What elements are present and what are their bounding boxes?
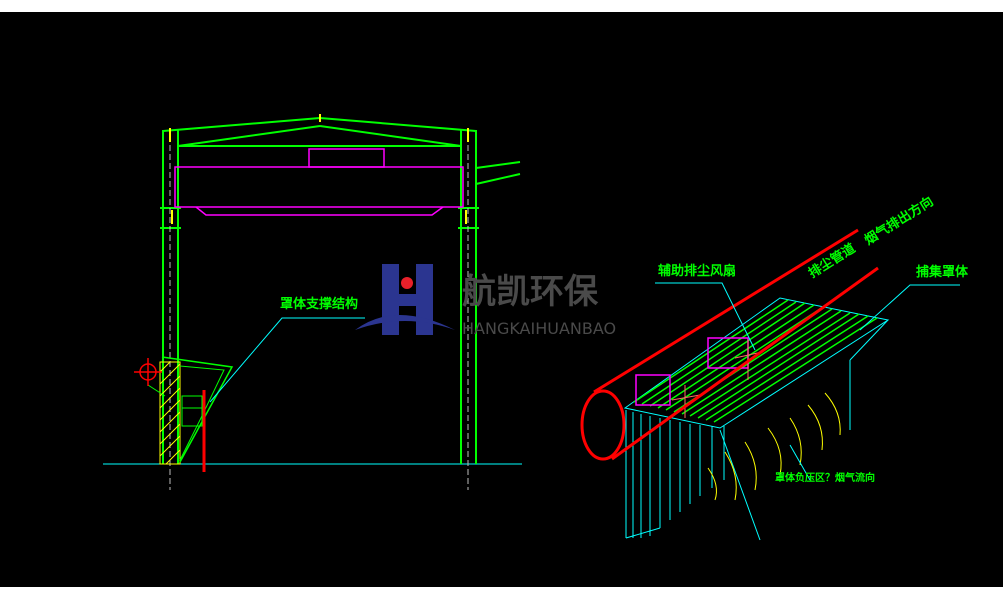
support-structure-label: 罩体支撑结构 bbox=[280, 296, 358, 312]
hood-frame bbox=[623, 297, 890, 430]
exhaust-duct bbox=[580, 228, 879, 461]
company-watermark: 航凯环保 HANGKAIHUANBAO bbox=[355, 264, 616, 338]
connection-marks bbox=[169, 114, 469, 224]
leader-lines bbox=[655, 282, 960, 481]
cad-drawing-canvas: 罩体支撑结构 航凯环保 HANGKAIHUANBAO bbox=[0, 12, 1003, 587]
roof-truss bbox=[162, 117, 521, 185]
smoke-direction-label: 烟气排出方向 bbox=[862, 193, 937, 248]
hood-slats bbox=[633, 299, 878, 423]
cad-drawing: 罩体支撑结构 航凯环保 HANGKAIHUANBAO bbox=[103, 114, 969, 541]
hood-skirt-lines bbox=[625, 410, 761, 541]
overhead-crane bbox=[174, 148, 464, 216]
support-leader-line bbox=[209, 317, 365, 403]
hood-flow-label: 罩体负压区？烟气流向 bbox=[775, 471, 875, 484]
aux-fan-label: 辅助排尘风扇 bbox=[658, 263, 736, 279]
center-lines bbox=[169, 145, 469, 490]
building-section: 罩体支撑结构 bbox=[103, 114, 522, 490]
hood-label: 捕集罩体 bbox=[916, 264, 969, 280]
support-structure bbox=[134, 356, 234, 472]
watermark-name: 航凯环保 bbox=[462, 272, 599, 312]
company-logo-icon bbox=[355, 264, 455, 335]
airflow-arrows bbox=[707, 392, 841, 501]
fan-symbol-icon bbox=[134, 358, 162, 386]
hood-3d-sketch: 辅助排尘风扇 排尘管道 烟气排出方向 捕集罩体 罩体负压区？烟气流向 bbox=[580, 193, 969, 541]
watermark-pinyin: HANGKAIHUANBAO bbox=[462, 319, 616, 338]
